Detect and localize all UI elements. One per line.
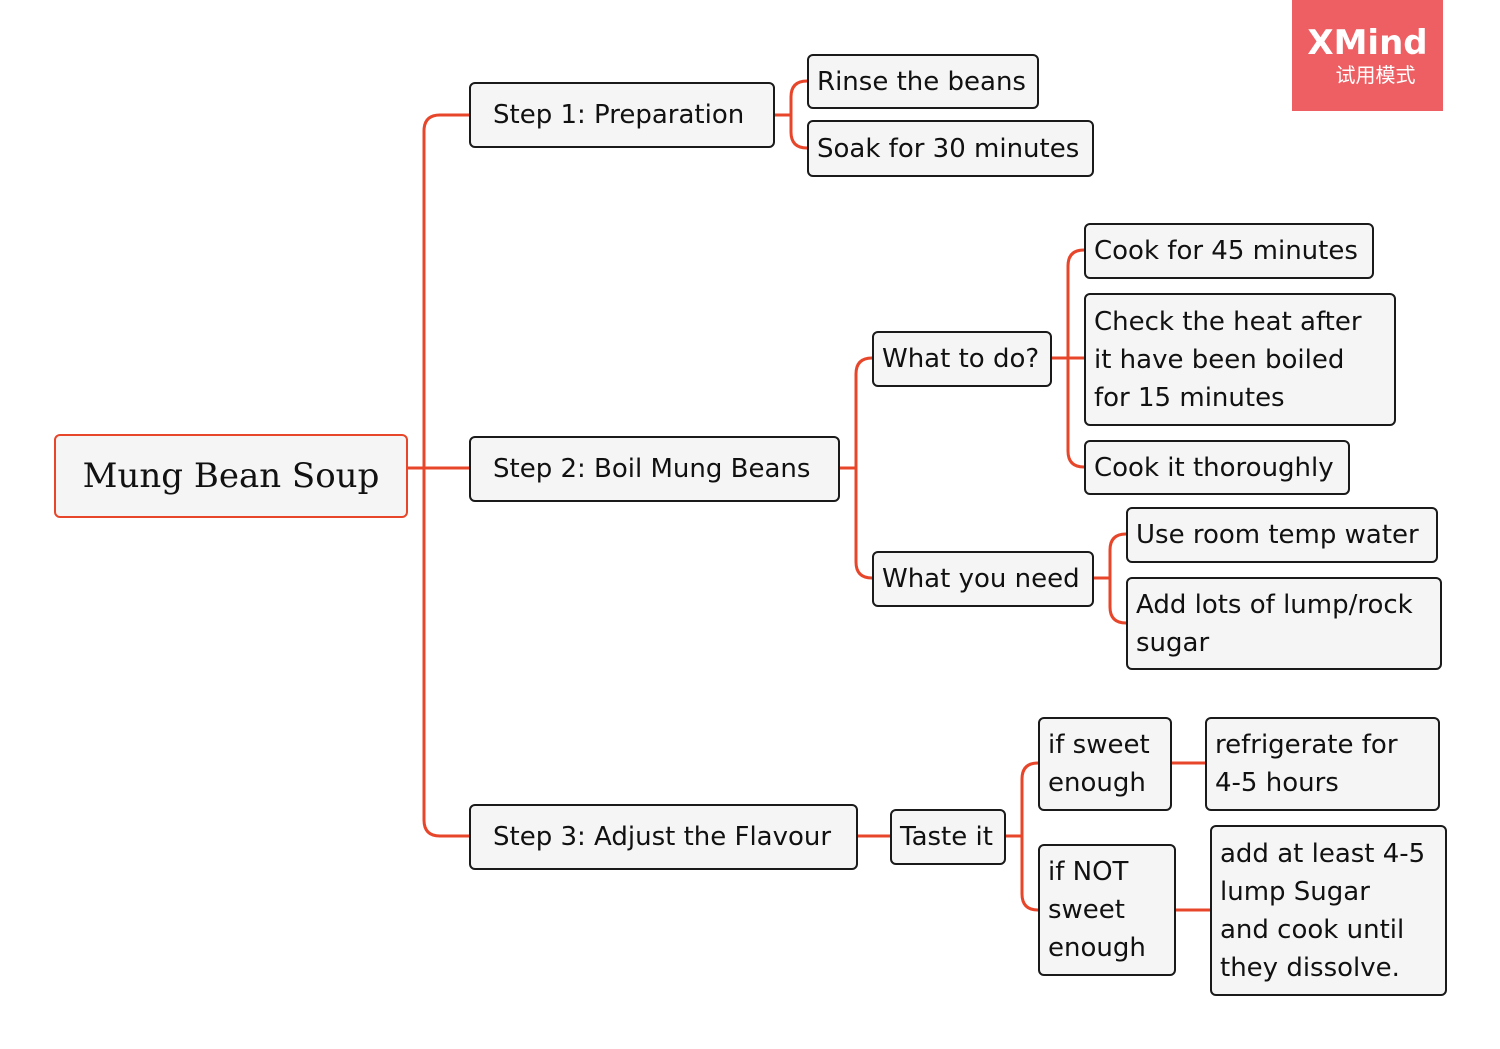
topic-step1[interactable]: Step 1: Preparation [469,82,775,148]
topic-if-sweet[interactable]: if sweet enough [1038,717,1172,811]
connector-step1-bracket [789,79,809,150]
topic-step3[interactable]: Step 3: Adjust the Flavour [469,804,858,870]
topic-what-you-need[interactable]: What you need [872,551,1094,607]
topic-refrigerate[interactable]: refrigerate for 4-5 hours [1205,717,1440,811]
topic-soak[interactable]: Soak for 30 minutes [807,120,1094,177]
trial-mode-label: 试用模式 [1335,62,1416,87]
xmind-logo-text: XMind [1307,22,1428,63]
connector-root-trunk [422,113,442,838]
connector-need-bracket [1108,532,1128,625]
topic-taste-it[interactable]: Taste it [890,809,1006,865]
connector-step2-bracket [854,356,874,580]
topic-rinse-beans[interactable]: Rinse the beans [807,54,1039,109]
connector-taste-bracket [1020,761,1040,912]
xmind-trial-watermark: XMind 试用模式 [1292,0,1443,111]
topic-cook-45[interactable]: Cook for 45 minutes [1084,223,1374,279]
topic-add-lump-sugar[interactable]: add at least 4-5 lump Sugar and cook unt… [1210,825,1447,996]
topic-if-not-sweet[interactable]: if NOT sweet enough [1038,844,1176,976]
topic-room-temp-water[interactable]: Use room temp water [1126,507,1438,563]
topic-check-heat[interactable]: Check the heat after it have been boiled… [1084,293,1396,426]
root-topic[interactable]: Mung Bean Soup [54,434,408,518]
topic-step2[interactable]: Step 2: Boil Mung Beans [469,436,840,502]
topic-cook-thoroughly[interactable]: Cook it thoroughly [1084,440,1350,495]
topic-what-to-do[interactable]: What to do? [872,331,1052,387]
topic-add-sugar[interactable]: Add lots of lump/rock sugar [1126,577,1442,670]
